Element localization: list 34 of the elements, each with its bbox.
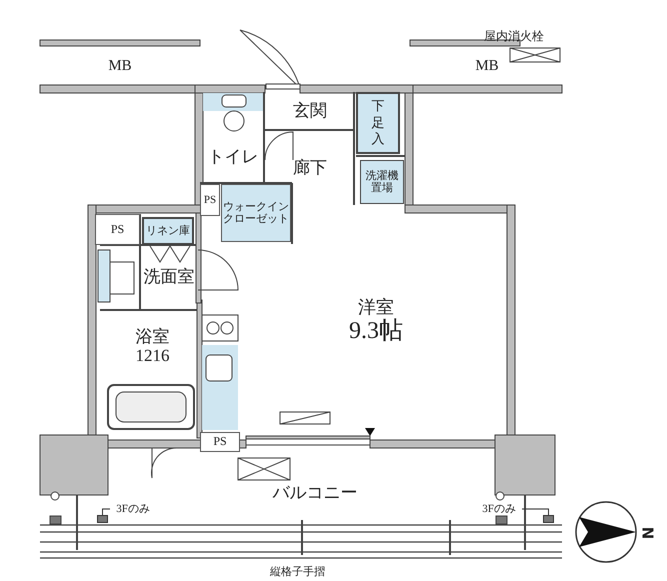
utility-shaft <box>200 432 240 452</box>
area-value: 9.3帖 <box>349 318 403 344</box>
storage-area <box>360 160 404 204</box>
compass-letter: N <box>638 526 656 540</box>
storage-area <box>356 92 400 154</box>
utility-shaft <box>200 184 220 216</box>
room-label: 3Fのみ <box>116 502 150 516</box>
room-label: リネン庫 <box>146 224 190 238</box>
railing-block <box>543 515 554 523</box>
room-label: ウォークインクローゼット <box>222 200 290 226</box>
room-label: 廊下 <box>293 158 327 178</box>
room-label: 浴室 <box>136 328 170 347</box>
room-label: MB <box>108 58 132 74</box>
closet-area <box>221 184 291 242</box>
room-label: 洗濯機置場 <box>364 170 400 194</box>
label-text: 屋内消火栓 <box>484 28 544 45</box>
room-label: 下足入 <box>372 98 384 148</box>
room-label: 玄関 <box>293 102 327 120</box>
room-label: トイレ <box>208 148 258 166</box>
room-label: PS <box>204 194 216 206</box>
room-label: 洋室 <box>358 298 394 318</box>
room-label: MB <box>475 58 499 74</box>
label-text: 縦格子手摺 <box>270 565 325 579</box>
storage-area <box>142 217 194 245</box>
area-value: 1216 <box>136 347 170 366</box>
leader-line <box>522 508 549 516</box>
railing-block <box>97 515 108 523</box>
room-label: PS <box>110 222 124 236</box>
utility-shaft <box>95 214 140 245</box>
room-label: バルコニー <box>272 484 358 502</box>
room-label: 3Fのみ <box>482 502 516 516</box>
leader-line <box>102 508 110 516</box>
room-label: 洗面室 <box>144 268 194 286</box>
room-label: PS <box>213 435 227 449</box>
